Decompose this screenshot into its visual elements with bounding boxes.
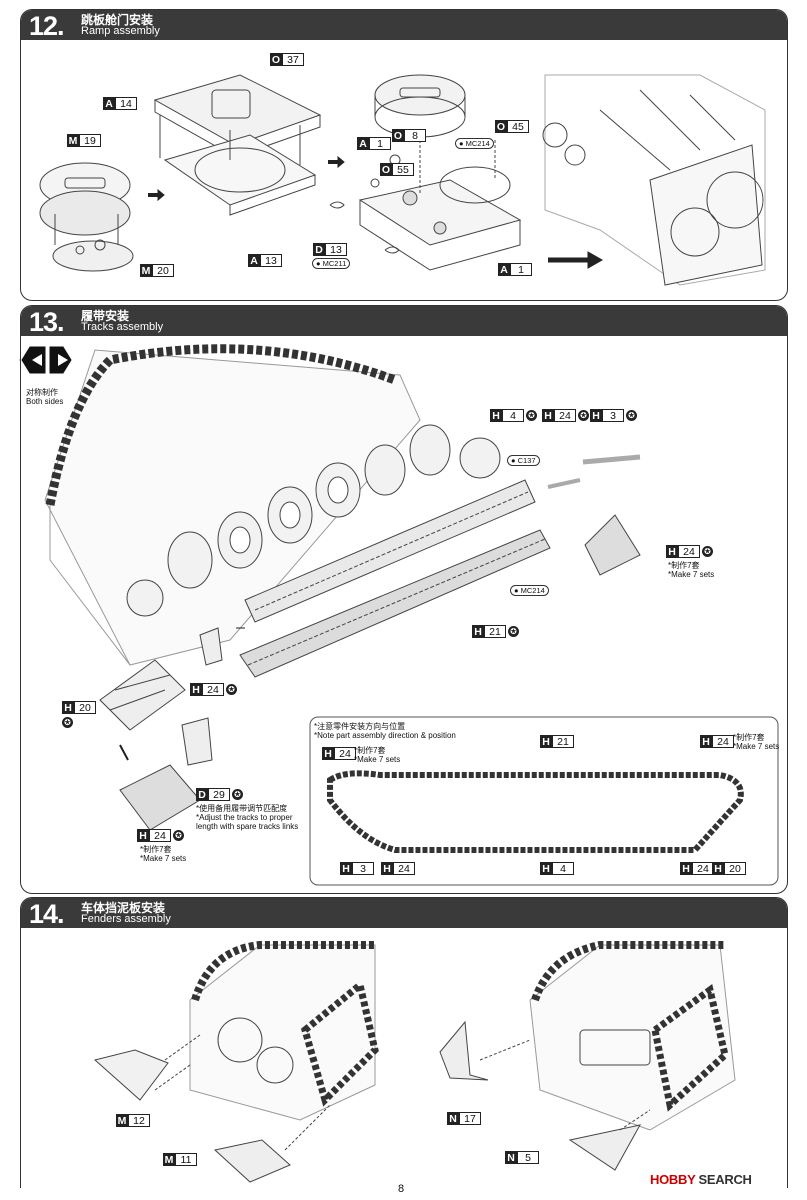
step-12-panel: 12. 跳板舱门安装 Ramp assembly <box>20 9 788 301</box>
step-number: 12. <box>29 11 65 41</box>
step-title-en: Ramp assembly <box>81 25 160 37</box>
step-title-en: Fenders assembly <box>81 913 171 925</box>
step-13-panel: 13. 履带安装 Tracks assembly <box>20 305 788 894</box>
cement-label-mc214: ● MC214 <box>510 585 549 596</box>
page-number: 8 <box>398 1183 405 1195</box>
part-label-h20-icon: ✪ <box>62 716 73 729</box>
inset-make-7-right: *制作7套*Make 7 sets <box>733 733 780 751</box>
step-title-cn: 履带安装 <box>81 309 130 323</box>
step-number: 13. <box>29 307 65 337</box>
step-title-en: Tracks assembly <box>81 321 164 333</box>
step-title-cn: 车体挡泥板安装 <box>81 901 166 915</box>
adjust-tracks-note: *使用备用履带调节匹配度*Adjust the tracks to proper… <box>196 804 299 831</box>
make-7-sets-note-2: *制作7套*Make 7 sets <box>140 845 187 863</box>
cement-label-c137: ● C137 <box>507 455 540 466</box>
step-13-header: 13. 履带安装 Tracks assembly <box>21 306 787 337</box>
step-12-header: 12. 跳板舱门安装 Ramp assembly <box>21 10 787 41</box>
step-14-panel: 14. 车体挡泥板安装 Fenders assembly <box>20 897 788 1188</box>
make-7-sets-note: *制作7套*Make 7 sets <box>668 561 715 579</box>
step-title-cn: 跳板舱门安装 <box>81 13 154 27</box>
watermark: HOBBY SEARCH <box>650 1172 752 1187</box>
inset-note: *注意零件安装方向与位置*Note part assembly directio… <box>314 722 456 740</box>
cement-label-mc211: ● MC211 <box>312 258 351 269</box>
step-number: 14. <box>29 899 65 929</box>
cement-label-mc214: ● MC214 <box>455 138 494 149</box>
inset-make-7-left: *制作7套*Make 7 sets <box>354 746 401 764</box>
step-14-header: 14. 车体挡泥板安装 Fenders assembly <box>21 898 787 929</box>
